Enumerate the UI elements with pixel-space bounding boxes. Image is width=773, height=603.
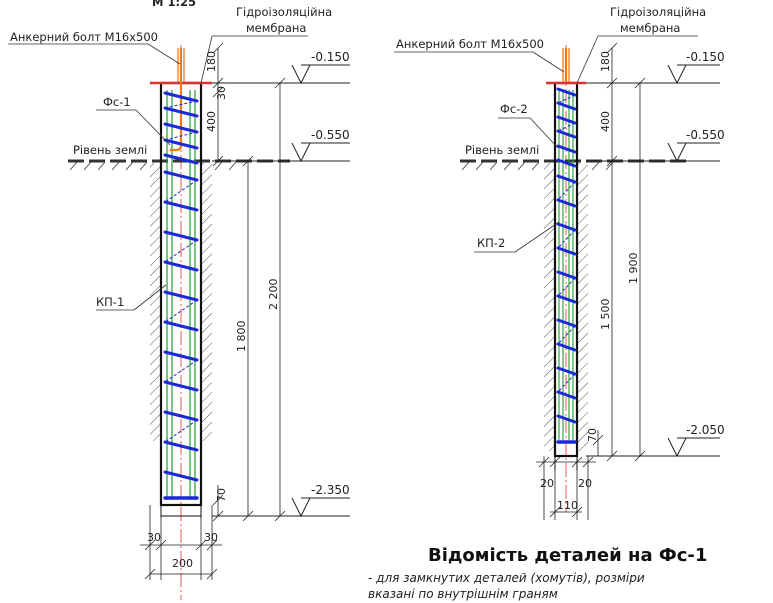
spiral-rebar bbox=[163, 91, 199, 500]
dim-400: 400 bbox=[205, 111, 218, 132]
dim-30-left: 30 bbox=[147, 531, 161, 544]
soil-hatch-right bbox=[577, 163, 588, 451]
schedule-note-line1: - для замкнутих деталей (хомутів), розмі… bbox=[368, 571, 645, 585]
dim-2200: 2 200 bbox=[267, 279, 280, 311]
dim-400: 400 bbox=[599, 111, 612, 132]
spiral-rebar bbox=[556, 87, 577, 444]
soil-hatch-left bbox=[544, 163, 555, 451]
dim-1800: 1 800 bbox=[235, 321, 248, 353]
pile-label: Фс-1 bbox=[103, 95, 131, 109]
dim-1900: 1 900 bbox=[627, 253, 640, 285]
horizontal-dimensions bbox=[140, 505, 222, 580]
membrane-label-line1: Гідроізоляційна bbox=[610, 5, 706, 19]
pile-label: Фс-2 bbox=[500, 102, 528, 116]
membrane-label-line1: Гідроізоляційна bbox=[236, 5, 332, 19]
dim-180: 180 bbox=[599, 51, 612, 72]
left-detail: М 1:25 bbox=[8, 0, 350, 600]
spiral-back bbox=[164, 100, 198, 443]
schedule-note-line2: вказані по внутрішнім граням bbox=[368, 587, 558, 601]
right-detail: Анкерний болт М16х500 Гідроізоляційна ме… bbox=[394, 5, 725, 520]
dim-200: 200 bbox=[172, 557, 193, 570]
ground-level-label: Рівень землі bbox=[465, 143, 539, 157]
dim-70: 70 bbox=[215, 488, 228, 502]
spiral-back bbox=[557, 94, 576, 393]
horizontal-dimensions bbox=[536, 456, 596, 520]
dim-70: 70 bbox=[586, 428, 599, 442]
anchor-bolt-label: Анкерний болт М16х500 bbox=[10, 30, 158, 44]
ground-level-label: Рівень землі bbox=[73, 143, 147, 157]
dim-20-right: 20 bbox=[578, 477, 592, 490]
dim-180: 180 bbox=[205, 51, 218, 72]
vertical-dimensions bbox=[592, 42, 646, 462]
level-marks bbox=[586, 64, 720, 458]
dim-1500: 1 500 bbox=[599, 299, 612, 331]
level-ground: -0.550 bbox=[311, 128, 350, 142]
soil-hatch-left bbox=[150, 163, 161, 441]
vertical-dimensions bbox=[212, 42, 286, 522]
membrane-label-line2: мембрана bbox=[620, 21, 680, 35]
anchor-bolt-label: Анкерний болт М16х500 bbox=[396, 37, 544, 51]
cage-label: КП-1 bbox=[96, 295, 124, 309]
ground-surface-hatch bbox=[69, 161, 237, 171]
level-top: -0.150 bbox=[686, 50, 725, 64]
level-top: -0.150 bbox=[311, 50, 350, 64]
level-bottom: -2.350 bbox=[311, 483, 350, 497]
dim-30-top: 30 bbox=[215, 86, 228, 100]
level-ground: -0.550 bbox=[686, 128, 725, 142]
level-bottom: -2.050 bbox=[686, 423, 725, 437]
cage-label: КП-2 bbox=[477, 236, 505, 250]
schedule-title: Відомість деталей на Фс-1 bbox=[428, 545, 707, 566]
ground-surface-hatch bbox=[461, 161, 614, 171]
membrane-label-line2: мембрана bbox=[246, 21, 306, 35]
dim-30-right: 30 bbox=[204, 531, 218, 544]
scale-label: М 1:25 bbox=[152, 0, 196, 9]
soil-hatch-right bbox=[201, 163, 212, 441]
dim-20-left: 20 bbox=[540, 477, 554, 490]
dim-110: 110 bbox=[557, 499, 578, 512]
level-marks bbox=[212, 64, 350, 518]
